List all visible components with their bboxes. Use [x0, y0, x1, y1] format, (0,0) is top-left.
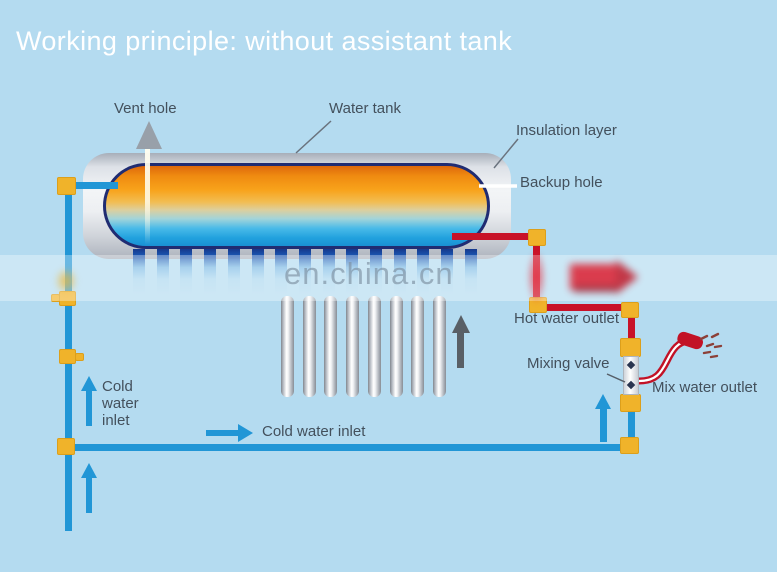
diagram-title: Working principle: without assistant tan… — [16, 26, 513, 56]
shower-hose — [638, 337, 689, 385]
valve-indicator — [626, 360, 636, 370]
vent-up-arrow-icon — [136, 121, 162, 149]
pipe-fitting-tee — [59, 291, 76, 306]
label-vent-hole: Vent hole — [114, 100, 177, 117]
flow-up-arrow-icon — [81, 463, 97, 478]
water-tank-body — [103, 163, 490, 249]
hot-pipe-horizontal — [546, 304, 626, 311]
watermark: en.china.cn — [284, 256, 454, 291]
pipe-fitting-tee-stub — [75, 353, 84, 361]
vacuum-tube — [367, 296, 381, 397]
tank-port-stub — [322, 249, 335, 295]
tank-port-stub — [275, 249, 288, 295]
vacuum-tube — [324, 296, 338, 397]
label-water-tank: Water tank — [329, 100, 401, 117]
pipe-fitting-elbow — [57, 177, 76, 195]
pipe-fitting-elbow — [621, 302, 639, 318]
tank-port-stub — [251, 249, 264, 295]
label-backup-hole: Backup hole — [520, 174, 603, 191]
tank-port-stub — [204, 249, 217, 295]
cold-pipe-tank-inlet — [74, 182, 118, 189]
tank-port-stub — [370, 249, 382, 295]
shower-hose-stripe — [638, 339, 689, 383]
flow-arrow-stem — [86, 477, 92, 513]
tank-port-stub — [227, 249, 240, 295]
flow-up-arrow-icon — [81, 376, 97, 391]
vacuum-tube — [302, 296, 316, 397]
fitting-blur — [55, 268, 77, 294]
flow-arrow-stem — [206, 430, 239, 436]
tank-port-stub — [393, 249, 406, 295]
vacuum-tube — [346, 296, 360, 397]
hot-pipe-blur — [526, 249, 547, 305]
tank-port-stub — [180, 249, 193, 295]
shower-head-icon — [677, 331, 703, 350]
label-insulation-layer: Insulation layer — [516, 122, 617, 139]
hot-pipe-tank-outlet — [452, 233, 532, 240]
tank-port-stub — [298, 249, 311, 295]
valve-indicator — [626, 380, 636, 390]
pipe-fitting-elbow — [528, 229, 546, 246]
vacuum-tube — [432, 296, 446, 397]
watermark-band — [0, 255, 777, 301]
heat-arrow-stem — [457, 332, 464, 368]
label-hot-water-outlet: Hot water outlet — [514, 310, 620, 327]
hot-pipe-vertical-2 — [628, 316, 635, 340]
flow-arrow-stem — [600, 409, 607, 442]
pipe-fitting-union — [620, 338, 641, 357]
cold-pipe-bottom-horizontal — [73, 444, 625, 451]
tank-port-stub — [417, 249, 430, 295]
label-cold-water-inlet-left: Cold water inlet — [102, 378, 139, 429]
vacuum-tubes — [281, 296, 447, 397]
pipe-fitting-elbow — [57, 438, 75, 455]
pipe-fitting-union — [620, 394, 641, 412]
vacuum-tube — [411, 296, 425, 397]
water-tank-pointer-line — [295, 120, 332, 154]
pipe-fitting-tee-stub — [51, 294, 60, 302]
tank-port-stub — [133, 249, 145, 295]
vacuum-tube — [281, 296, 294, 397]
pipe-fitting-tee — [59, 349, 76, 364]
label-mixing-valve: Mixing valve — [527, 355, 610, 372]
hot-flow-arrow-blurred — [566, 260, 640, 300]
tank-ports — [133, 249, 493, 295]
tank-port-stub — [156, 249, 169, 295]
flow-arrow-stem — [86, 390, 92, 426]
vent-hole-stem — [145, 149, 150, 245]
flow-up-arrow-icon — [595, 394, 611, 409]
tank-port-stub — [464, 249, 477, 295]
cold-pipe-valve-vertical — [628, 411, 635, 441]
pipe-fitting-elbow — [620, 437, 639, 454]
label-mix-water-outlet: Mix water outlet — [652, 379, 758, 396]
tank-port-stub — [346, 249, 359, 295]
shower-spray-icon — [699, 332, 723, 359]
mixing-valve — [623, 356, 639, 395]
label-cold-water-inlet-bottom: Cold water inlet — [262, 423, 366, 440]
flow-right-arrow-icon — [238, 424, 253, 442]
heat-up-arrow-icon — [452, 315, 470, 333]
tank-port-stub — [441, 249, 454, 295]
vacuum-tube — [389, 296, 403, 397]
